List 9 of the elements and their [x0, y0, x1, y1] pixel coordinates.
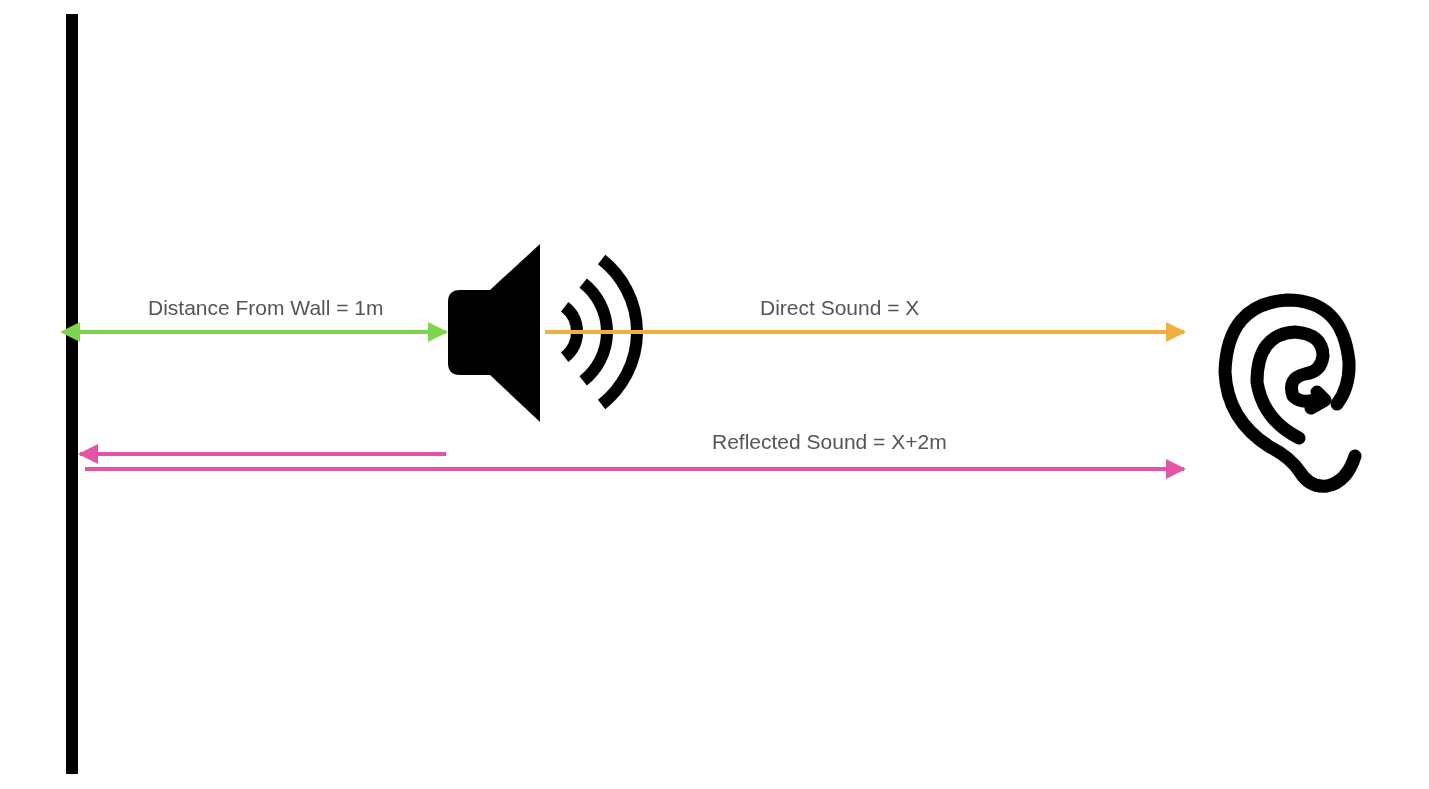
wall-bar: [66, 14, 78, 774]
arrow: [545, 322, 1186, 342]
edge-label: Distance From Wall = 1m: [148, 296, 384, 320]
arrow: [78, 444, 446, 464]
edge-label: Reflected Sound = X+2m: [712, 430, 947, 454]
speaker-icon: [446, 242, 542, 424]
arrow: [60, 322, 448, 342]
arrow: [85, 459, 1186, 479]
edge-label: Direct Sound = X: [760, 296, 920, 320]
